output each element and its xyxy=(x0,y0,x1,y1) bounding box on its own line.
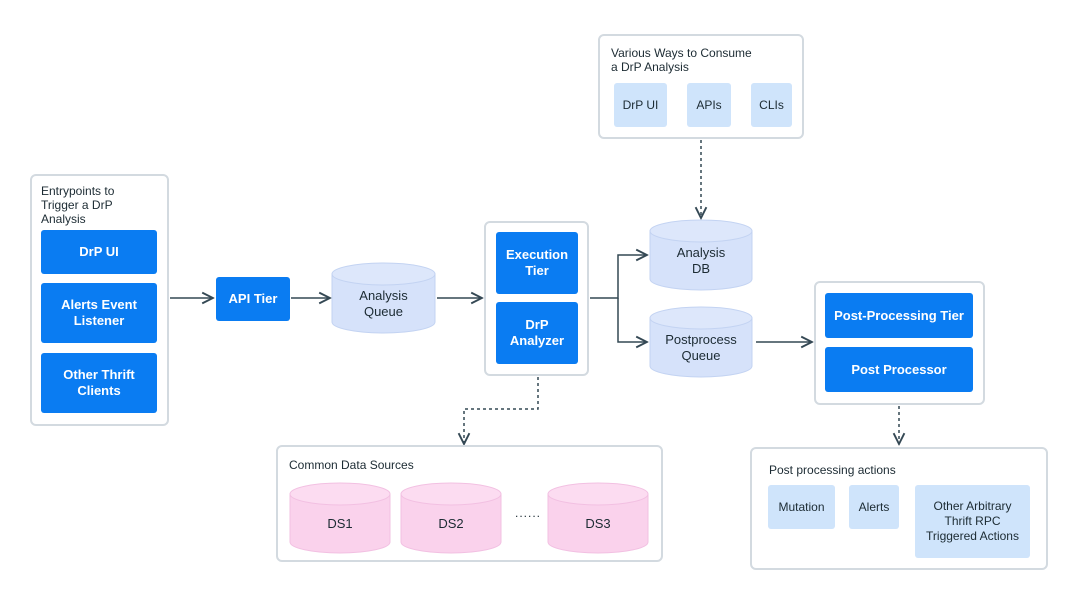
cylinder-shape xyxy=(331,262,436,334)
data-sources-title: Common Data Sources xyxy=(289,458,414,472)
entrypoint-drp-ui: DrP UI xyxy=(41,230,157,274)
cylinder-shape xyxy=(289,482,391,554)
data-source-ds2: DS2 xyxy=(400,482,502,554)
cylinder-shape xyxy=(649,306,753,378)
consume-clis: CLIs xyxy=(751,83,792,127)
ds3-label: DS3 xyxy=(585,516,611,531)
analysis-db-label: Analysis DB xyxy=(676,245,726,276)
action-alerts: Alerts xyxy=(849,485,899,529)
analysis-queue-label: Analysis Queue xyxy=(359,288,408,319)
entrypoint-alerts-event-listener: Alerts Event Listener xyxy=(41,283,157,343)
action-mutation: Mutation xyxy=(768,485,835,529)
ds2-label: DS2 xyxy=(438,516,464,531)
data-source-ds3: DS3 xyxy=(547,482,649,554)
post-processor: Post Processor xyxy=(825,347,973,392)
api-tier: API Tier xyxy=(216,277,290,321)
execution-tier: Execution Tier xyxy=(496,232,578,294)
analysis-db: Analysis DB xyxy=(649,219,753,291)
arrow-execution-to-postprocess-queue xyxy=(617,298,647,342)
analysis-queue: Analysis Queue xyxy=(331,262,436,334)
post-actions-title: Post processing actions xyxy=(769,463,896,477)
postprocess-queue-label: Postprocess Queue xyxy=(665,332,737,363)
action-other-thrift-rpc: Other Arbitrary Thrift RPC Triggered Act… xyxy=(915,485,1030,558)
cylinder-shape xyxy=(547,482,649,554)
postprocess-queue: Postprocess Queue xyxy=(649,306,753,378)
cylinder-shape xyxy=(400,482,502,554)
data-sources-ellipsis: ...... xyxy=(515,506,542,520)
consume-title: Various Ways to Consume a DrP Analysis xyxy=(611,46,752,74)
drp-analyzer: DrP Analyzer xyxy=(496,302,578,364)
consume-apis: APIs xyxy=(687,83,731,127)
data-source-ds1: DS1 xyxy=(289,482,391,554)
entrypoint-other-thrift-clients: Other Thrift Clients xyxy=(41,353,157,413)
post-processing-tier: Post-Processing Tier xyxy=(825,293,973,338)
ds1-label: DS1 xyxy=(327,516,353,531)
consume-drp-ui: DrP UI xyxy=(614,83,667,127)
dashed-execution-to-datasources xyxy=(464,377,539,444)
entrypoints-title: Entrypoints to Trigger a DrP Analysis xyxy=(41,184,115,226)
cylinder-shape xyxy=(649,219,753,291)
arrow-execution-branch xyxy=(590,255,647,299)
